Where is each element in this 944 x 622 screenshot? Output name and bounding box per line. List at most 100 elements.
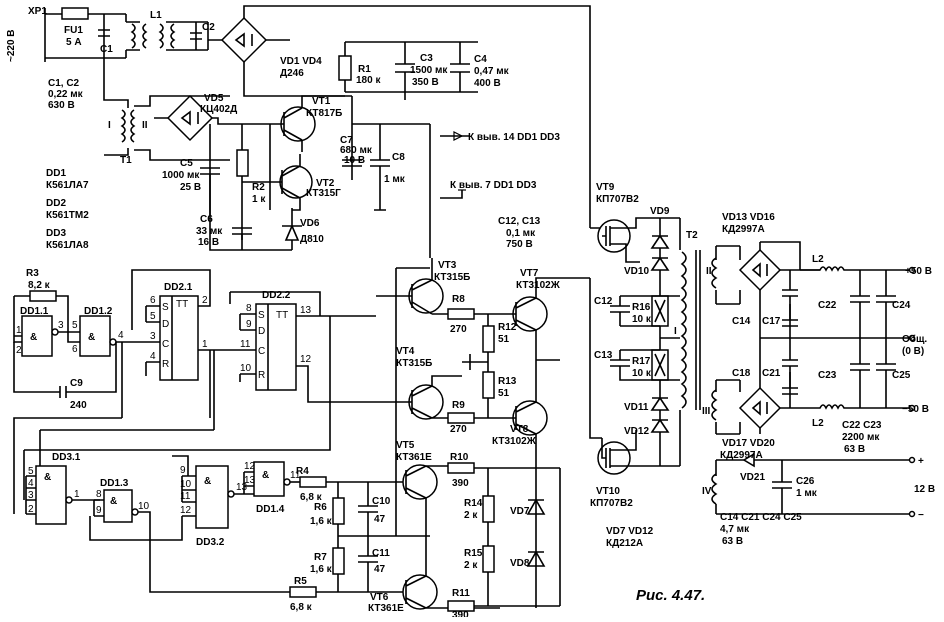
pin-dd32-9: 9 [180, 465, 186, 476]
resistor-r14 [482, 495, 495, 523]
pin-dd22-10: 10 [240, 363, 252, 374]
out-12v: 12 В [914, 484, 935, 495]
vt1-type: КТ817Б [306, 108, 342, 119]
pin-dd22-13: 13 [300, 305, 312, 316]
capacitor-c21 [782, 372, 798, 395]
r13-ref: R13 [498, 376, 517, 387]
trigger-dd22 [255, 303, 297, 391]
vt10-type: КП707В2 [590, 498, 633, 509]
out-plus: + [918, 456, 924, 467]
out-p50: +50 В [905, 266, 932, 277]
pin-dd21-2: 2 [202, 295, 208, 306]
vt1-ref: VT1 [312, 96, 331, 107]
vd12-label: VD12 [624, 426, 649, 437]
r4-val: 6,8 к [300, 492, 323, 503]
capacitor-c26 [772, 460, 792, 514]
r9-val: 270 [450, 424, 467, 435]
dd22-tt: TT [276, 310, 288, 321]
c25-label: C25 [892, 370, 911, 381]
r11-val: 390 [452, 610, 469, 617]
r6-ref: R6 [314, 502, 327, 513]
out-com: Общ. [902, 333, 927, 345]
resistor-r9 [447, 412, 475, 424]
l2-top-label: L2 [812, 254, 824, 265]
fuse-val: 5 А [66, 37, 82, 48]
t2-w3: III [702, 406, 711, 417]
r17-val: 10 к [632, 368, 652, 379]
t2-w1: I [674, 326, 677, 337]
c14-label: C14 [732, 316, 751, 327]
vd1720-label: VD17 VD20 [722, 438, 775, 449]
c12-val2: 630 В [48, 100, 75, 111]
r8-val: 270 [450, 324, 467, 335]
vt4-ref: VT4 [396, 346, 415, 357]
dd31-label: DD3.1 [52, 452, 81, 463]
c10-ref: C10 [372, 496, 391, 507]
pin-dd21-5: 5 [150, 311, 156, 322]
vt3-ref: VT3 [438, 260, 457, 271]
c3-val1: 1500 мк [410, 65, 448, 76]
zener-vd6 [282, 223, 302, 241]
dd14-label: DD1.4 [256, 504, 285, 515]
t2-w2: II [706, 266, 712, 277]
c6-val2: 16 В [198, 237, 219, 248]
dd2-type: К561ТМ2 [46, 210, 89, 221]
dd22-label: DD2.2 [262, 290, 291, 301]
r7-ref: R7 [314, 552, 327, 563]
c4-ref: C4 [474, 54, 487, 65]
c1-ref: C1 [100, 44, 113, 55]
t2-w4: IV [702, 486, 712, 497]
gate-dd11 [21, 315, 53, 357]
dd21-s: S [162, 302, 169, 313]
c12-ref: C12 [594, 296, 613, 307]
mains-input [44, 7, 290, 70]
dd2-label: DD2 [46, 198, 66, 209]
pin-dd12-4: 4 [118, 330, 124, 341]
dd13-amp: & [110, 496, 117, 507]
vd1316-label: VD13 VD16 [722, 212, 775, 223]
connector-label: XP1 [28, 6, 47, 17]
c26-val: 1 мк [796, 488, 818, 499]
pin-dd22-8: 8 [246, 303, 252, 314]
out-0v: (0 В) [902, 346, 924, 357]
vt3-type: КТ315Б [434, 272, 470, 283]
c7-val2: 10 В [344, 155, 365, 166]
resistor-r3 [29, 290, 57, 302]
c12-val1: 0,22 мк [48, 89, 84, 100]
c18-label: C18 [732, 368, 751, 379]
r3-val: 8,2 к [28, 280, 51, 291]
dd21-r: R [162, 359, 169, 370]
r13-val: 51 [498, 388, 510, 399]
vt7-ref: VT7 [520, 268, 539, 279]
r2-ref: R2 [252, 182, 265, 193]
c1213-val1: 0,1 мк [506, 228, 536, 239]
dd21-label: DD2.1 [164, 282, 193, 293]
capacitor-c11 [358, 536, 378, 592]
capacitor-c17 [782, 304, 798, 327]
vt2-ref: VT2 [316, 178, 335, 189]
c10-val: 47 [374, 514, 386, 525]
c4-val1: 0,47 мк [474, 66, 510, 77]
pin-dd14-12: 12 [244, 461, 256, 472]
vd6-type: Д810 [300, 234, 324, 245]
dd21-c: C [162, 339, 169, 350]
c24-label: C24 [892, 300, 911, 311]
dd3-label: DD3 [46, 228, 66, 239]
pin-dd31-4: 4 [28, 478, 34, 489]
resistor-r15 [482, 545, 495, 573]
transistor-vt6 [402, 574, 438, 610]
capacitor-c18 [782, 338, 798, 408]
t1-ref: T1 [120, 155, 132, 166]
pin-dd13-10: 10 [138, 501, 150, 512]
to-pin7: К выв. 7 DD1 DD3 [450, 180, 537, 191]
output-section [711, 241, 916, 518]
driver-section [289, 258, 590, 612]
l2-bot-label: L2 [812, 418, 824, 429]
vt2-type: КТ315Г [306, 188, 341, 199]
c23-label: C23 [818, 370, 837, 381]
dd14-amp: & [262, 470, 269, 481]
r1-ref: R1 [358, 64, 371, 75]
vd7-label: VD7 [510, 506, 530, 517]
dd3-type: К561ЛА8 [46, 240, 89, 251]
gate-dd31 [35, 465, 67, 525]
